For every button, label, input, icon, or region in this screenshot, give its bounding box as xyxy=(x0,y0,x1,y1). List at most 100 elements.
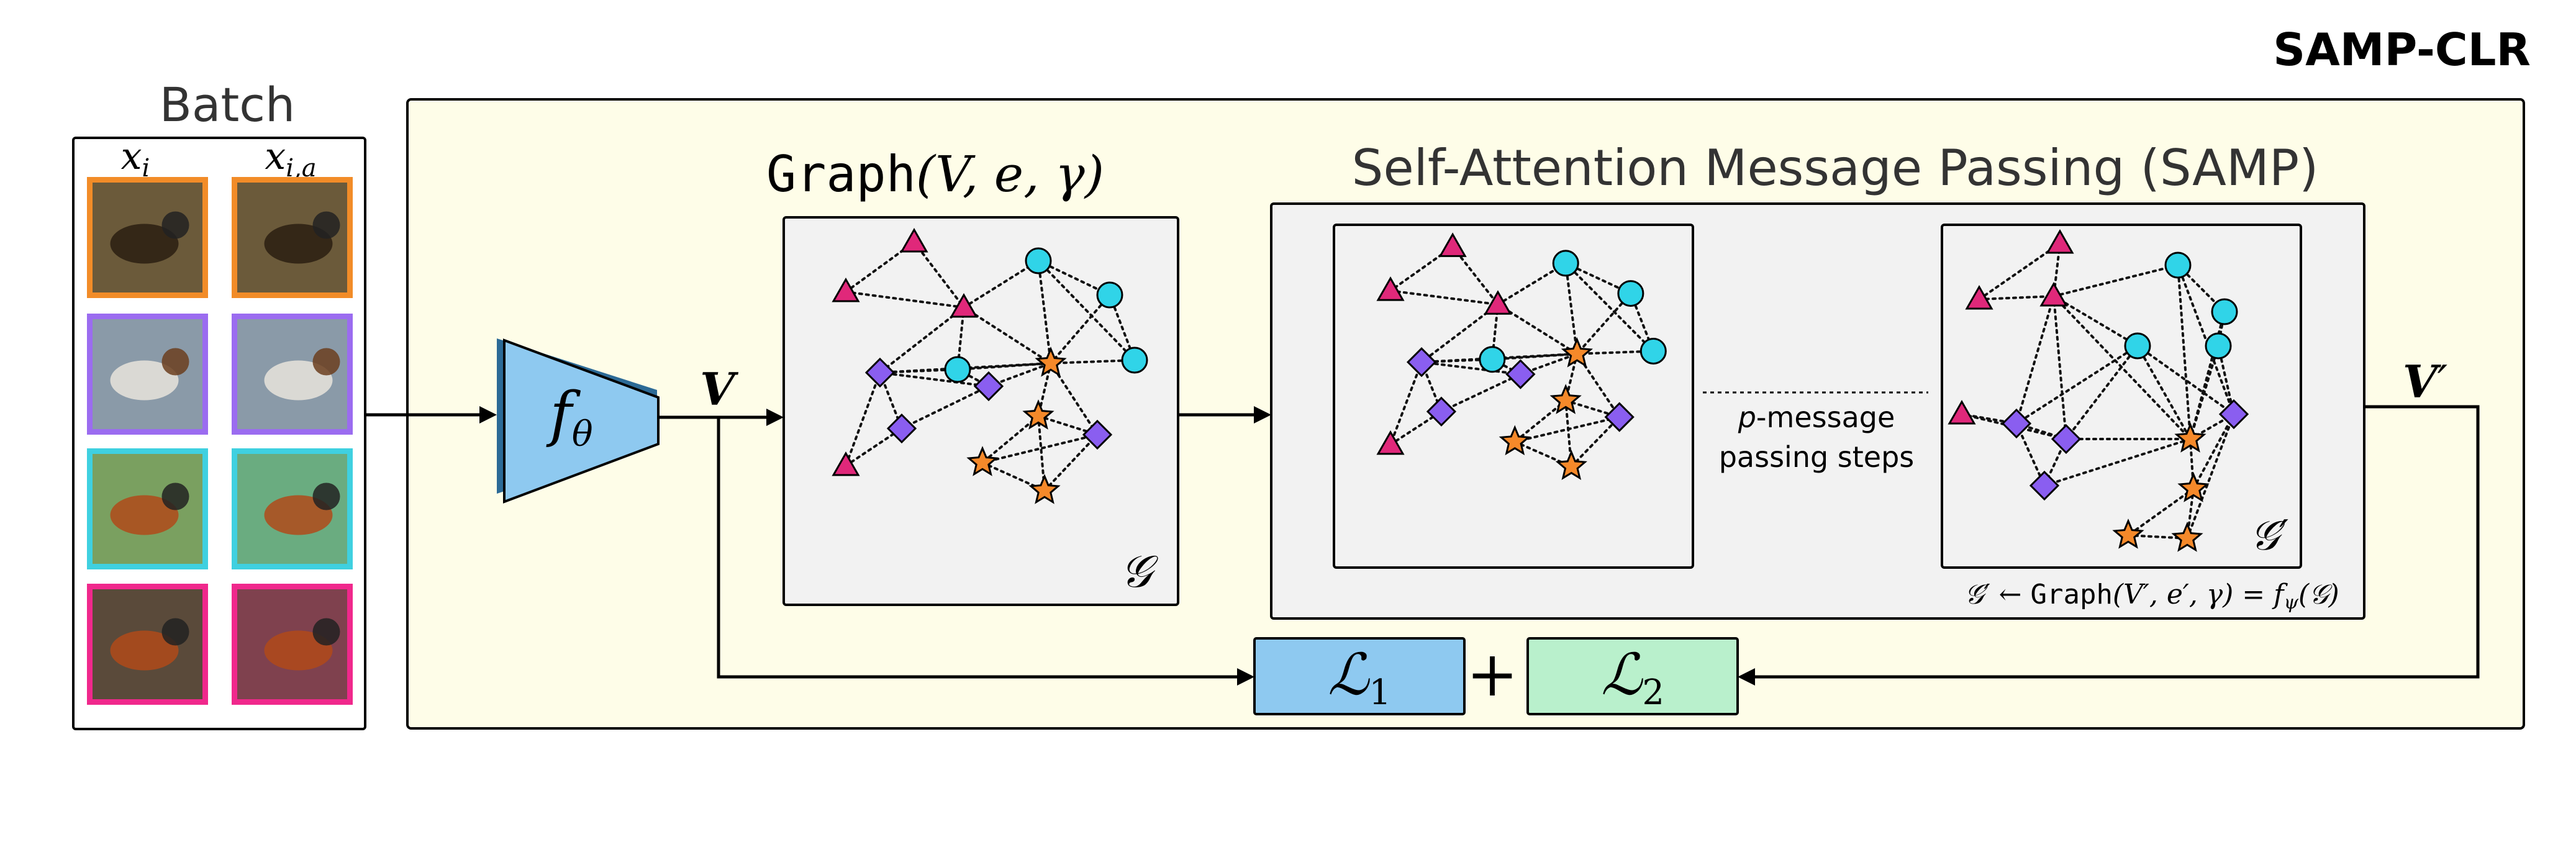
diamond-node xyxy=(1426,396,1457,427)
star-node xyxy=(2171,522,2203,552)
graph-edge xyxy=(1037,415,1099,436)
graph-edge xyxy=(879,371,990,387)
graph-edge xyxy=(1496,261,1567,306)
batch-image-subject-head xyxy=(161,482,189,510)
graph-edge xyxy=(2015,345,2139,425)
star-node xyxy=(1035,346,1067,377)
circle-node xyxy=(2205,332,2232,360)
star-node xyxy=(966,446,999,476)
loss1-label: ℒ1 xyxy=(1328,641,1391,713)
batch-images xyxy=(87,177,353,705)
circle-node xyxy=(1096,281,1123,309)
samp-last-nodes xyxy=(1948,229,2249,552)
star-node xyxy=(1549,384,1582,414)
graph-edge xyxy=(1496,303,1579,355)
graph-edge xyxy=(1570,415,1621,468)
star-node xyxy=(1555,450,1587,480)
loss2-label: ℒ2 xyxy=(1601,641,1664,713)
diamond-node xyxy=(2001,408,2032,439)
diamond-node xyxy=(864,357,896,388)
star-node xyxy=(2112,519,2144,549)
graph-edge xyxy=(2015,295,2055,425)
batch-image-subject-head xyxy=(161,348,189,376)
circle-node xyxy=(1617,280,1644,307)
graph-edge xyxy=(963,260,1040,309)
graph-edge xyxy=(987,362,1052,387)
triangle-node xyxy=(832,277,860,302)
batch-image-subject xyxy=(110,495,179,535)
batch-image-subject xyxy=(264,224,333,264)
triangle-node xyxy=(1376,430,1405,455)
graph-edge xyxy=(1576,292,1632,355)
arrowhead-vprime-loss2 xyxy=(1738,668,1755,686)
batch-image-subject xyxy=(110,360,179,401)
graph-edge xyxy=(913,241,965,309)
arrowhead-graph-samp xyxy=(1254,406,1271,424)
star-node xyxy=(2174,422,2206,453)
samp-formula: 𝒢′ ← Graph(V′, e′, γ) = fψ(𝒢) xyxy=(1964,579,2339,614)
graph-edge xyxy=(2015,422,2046,487)
samp-first-nodes xyxy=(1376,232,1667,480)
graph-edge xyxy=(2052,264,2179,297)
circle-node xyxy=(1552,250,1579,277)
star-node xyxy=(1022,399,1054,430)
samp-graph-last xyxy=(1941,224,2302,569)
graph-edge xyxy=(981,415,1040,464)
triangle-node xyxy=(1965,284,1993,310)
circle-node xyxy=(1479,346,1506,373)
batch-image-subject-head xyxy=(312,482,340,510)
steps-label-line2: passing steps xyxy=(1719,440,1915,474)
graph-edge xyxy=(1037,260,1052,365)
batch-image-subject-head xyxy=(161,211,189,239)
arrowhead-encoder-graph xyxy=(766,409,784,426)
graph-edge xyxy=(2177,264,2235,415)
diamond-node xyxy=(1604,402,1635,432)
diamond-node xyxy=(973,371,1004,402)
arrow-vprime-loss2 xyxy=(1754,405,2480,679)
batch-image-subject xyxy=(264,360,333,401)
encoder-trapezoid xyxy=(503,338,660,504)
triangle-node xyxy=(832,451,860,476)
diamond-node xyxy=(2218,399,2249,430)
batch-image-subject-head xyxy=(312,348,340,376)
graph-edge xyxy=(1037,260,1136,361)
batch-image-subject-head xyxy=(161,618,189,646)
g-prime-label: 𝒢′ xyxy=(2250,512,2288,559)
batch-image-subject xyxy=(110,224,179,264)
circle-node xyxy=(2164,251,2192,279)
triangle-node xyxy=(1376,276,1405,301)
star-node xyxy=(1561,337,1594,368)
graph-edge xyxy=(2052,295,2139,347)
graph-edge xyxy=(981,433,1099,464)
diamond-node xyxy=(1406,347,1437,378)
diamond-node xyxy=(2029,470,2060,501)
graph-nodes xyxy=(832,227,1148,504)
graph-edge xyxy=(1389,289,1499,306)
diamond-node xyxy=(2051,424,2082,455)
steps-label-line1: p-message xyxy=(1738,401,1895,434)
graph-edge xyxy=(1564,261,1632,295)
graph-edge xyxy=(1050,359,1136,365)
samp-title: Self-Attention Message Passing (SAMP) xyxy=(1352,139,2319,197)
graph-box xyxy=(782,216,1179,606)
triangle-node xyxy=(2039,281,2068,307)
batch-label: Batch xyxy=(160,77,295,132)
circle-node xyxy=(2124,332,2151,360)
graph-edge xyxy=(2052,295,2067,440)
graph-edge xyxy=(1420,361,1522,376)
graph-edge xyxy=(2136,345,2235,415)
graph-edge xyxy=(2217,345,2235,415)
graph-edge xyxy=(2043,438,2192,487)
graph-edge xyxy=(1978,295,2055,301)
graph-edge xyxy=(1389,361,1423,446)
arrowhead-v-loss1 xyxy=(1237,668,1254,686)
graph-edge xyxy=(1564,261,1579,355)
graph-edge xyxy=(900,385,990,430)
graph-edge xyxy=(2177,264,2192,440)
circle-node xyxy=(944,356,971,383)
batch-image-subject xyxy=(264,495,333,535)
graph-edge xyxy=(2192,413,2235,490)
graph-edge xyxy=(963,306,1052,365)
circle-node xyxy=(1025,247,1052,274)
